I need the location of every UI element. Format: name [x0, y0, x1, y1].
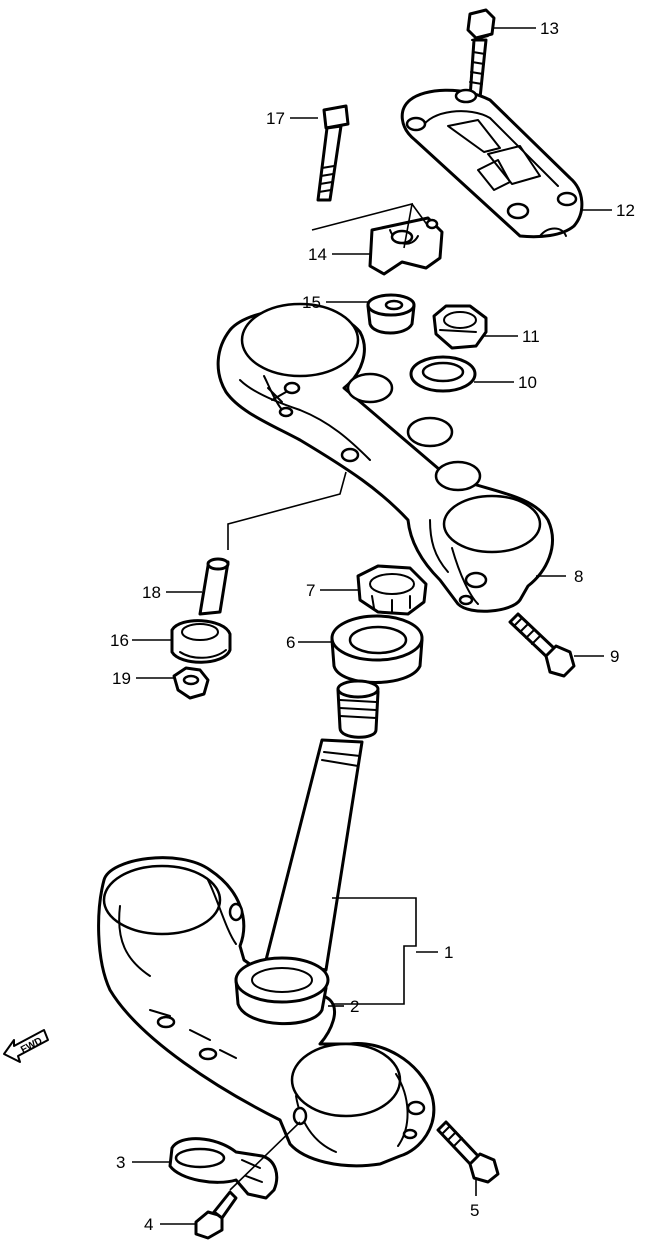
- bracket-1-2: [332, 897, 417, 1005]
- callout-3: 3: [116, 1153, 125, 1172]
- leader-lines: [132, 27, 612, 1225]
- part-15-cap: [366, 293, 416, 335]
- part-17-bolt: [316, 104, 350, 202]
- part-9-bolt: [508, 612, 576, 678]
- callout-19: 19: [112, 669, 131, 688]
- part-11-stem-nut: [432, 304, 488, 350]
- part-4-screw: [194, 1190, 238, 1240]
- callouts: 13 12 17 14 15 11 10 8 9 7 6 18 16 19 1 …: [110, 19, 635, 1234]
- callout-10: 10: [518, 373, 537, 392]
- part-1-steering-stem: [97, 679, 436, 1168]
- part-8-upper-bracket: [216, 302, 554, 613]
- part-6-bearing: [330, 614, 424, 684]
- part-12-handlebar-holder: [400, 88, 584, 239]
- part-10-washer: [409, 355, 477, 393]
- part-3-clamp: [168, 1137, 279, 1200]
- callout-15: 15: [302, 293, 321, 312]
- callout-6: 6: [286, 633, 295, 652]
- callout-14: 14: [308, 245, 327, 264]
- callout-18: 18: [142, 583, 161, 602]
- part-19-nut: [172, 666, 210, 700]
- callout-5: 5: [470, 1201, 479, 1220]
- part-18-pin: [198, 557, 230, 616]
- callout-17: 17: [266, 109, 285, 128]
- callout-13: 13: [540, 19, 559, 38]
- fwd-arrow-icon: FWD: [3, 1029, 49, 1063]
- fwd-label: FWD: [19, 1036, 44, 1056]
- callout-2: 2: [350, 997, 359, 1016]
- callout-4: 4: [144, 1215, 153, 1234]
- callout-12: 12: [616, 201, 635, 220]
- callout-1: 1: [444, 943, 453, 962]
- assembly-lines: [227, 202, 429, 1191]
- part-14-clamp: [368, 216, 444, 276]
- callout-8: 8: [574, 567, 583, 586]
- part-7-adjust-nut: [356, 564, 428, 616]
- callout-11: 11: [522, 327, 540, 346]
- callout-16: 16: [110, 631, 129, 650]
- part-13-bolt: [466, 8, 496, 100]
- part-5-bolt: [436, 1120, 500, 1184]
- part-16-grommet: [170, 619, 232, 664]
- callout-7: 7: [306, 581, 315, 600]
- callout-9: 9: [610, 647, 619, 666]
